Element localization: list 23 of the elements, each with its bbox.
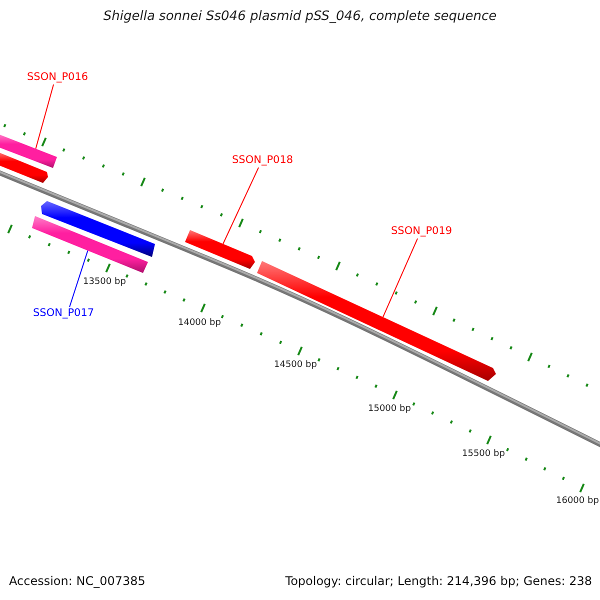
title: Shigella sonnei Ss046 plasmid pSS_046, complete sequence	[102, 10, 498, 24]
accession-text: Accession: NC_007385	[9, 575, 146, 588]
leader-line	[382, 238, 418, 318]
gene-label: SSON_P018	[232, 155, 294, 167]
gene-label: SSON_P019	[391, 226, 452, 238]
position-label: 14000 bp	[178, 319, 221, 329]
position-label: 15000 bp	[368, 405, 411, 415]
summary-text: Topology: circular; Length: 214,396 bp; Genes: 238	[285, 575, 592, 588]
leader-line	[222, 167, 260, 244]
position-label: 15500 bp	[462, 450, 505, 460]
gene-feature	[185, 230, 255, 269]
gene-label: SSON_P016	[27, 72, 88, 84]
leader-line	[69, 250, 88, 308]
gene-feature	[0, 134, 57, 168]
gene-label: SSON_P017	[33, 308, 94, 320]
position-label: 16000 bp	[556, 497, 599, 507]
gene-feature	[0, 152, 48, 183]
position-label: 13500 bp	[83, 278, 126, 288]
leader-line	[35, 84, 54, 150]
gene-feature	[257, 261, 496, 381]
gene-feature	[41, 201, 155, 257]
position-label: 14500 bp	[274, 361, 317, 371]
gene-feature	[32, 216, 148, 273]
